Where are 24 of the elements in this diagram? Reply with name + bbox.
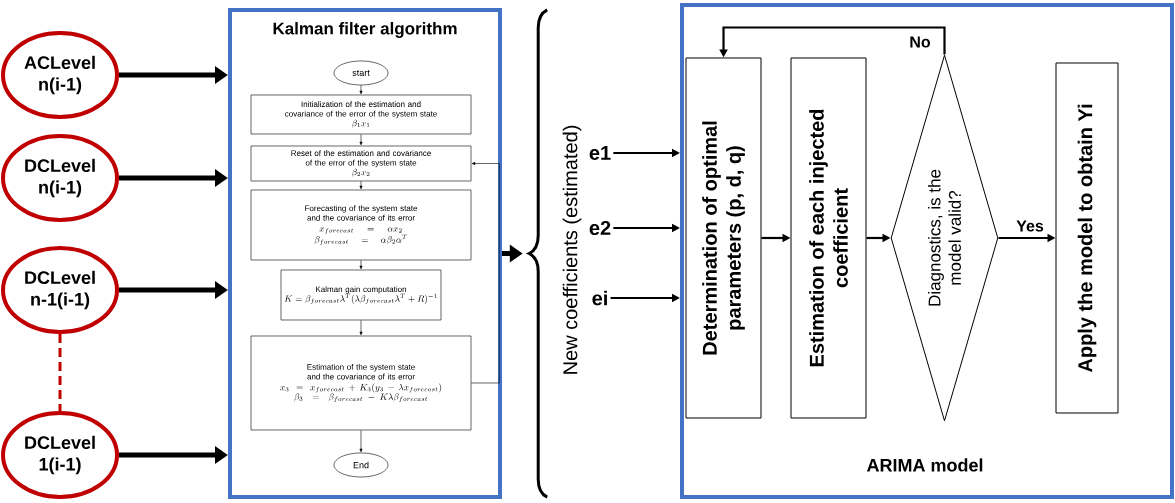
edge-label: No (908, 35, 932, 49)
connector-line (58, 334, 62, 411)
process-box: Estimation of the system state and the covariance of its error $x_3 = x_{forecast} + K_3 (y_3 - \lambda x_{forecast})$ $\beta_3 = \beta_{forecast} - K \lambda \beta_{forecast}$ (250, 335, 472, 431)
arrow (359, 85, 363, 95)
process-box: Determination of optimal parameters (p, d, q) (685, 57, 762, 419)
terminal-oval: start (333, 60, 389, 86)
arrow (359, 430, 363, 453)
process-box: Forecasting of the system state and the covariance of its error $x_{forecast} = \alpha x_2$ $\beta_{forecast} = \alpha \beta_2 \alpha^T$ (250, 189, 472, 261)
arrow (359, 260, 363, 270)
arrow (359, 181, 363, 190)
edge-label: Yes (1015, 219, 1045, 233)
arrow (471, 162, 500, 384)
arrow (359, 320, 363, 336)
coefficient-label: ei (592, 290, 607, 306)
terminal-oval: End (333, 452, 389, 478)
process-box: Initialization of the estimation and covariance of the error of the system state $\beta_1 x_1$ (250, 94, 472, 135)
coefficient-label: e1 (589, 146, 611, 160)
process-box: Kalman gain computation $K = \beta_{forecast} \lambda^T (\lambda \beta_{forecast} \lambda^T + R)^{-1}$ (280, 269, 442, 321)
curly-brace (527, 8, 549, 499)
process-box: Reset of the estimation and covariance of the error of the system state $\beta_2 x_2$ (250, 145, 472, 182)
arrow (359, 134, 363, 146)
process-box: Estimation of each injected coefficient (790, 57, 867, 419)
coefficient-label: e2 (589, 220, 611, 236)
process-box: Apply the model to obtain Yi (1055, 62, 1119, 414)
